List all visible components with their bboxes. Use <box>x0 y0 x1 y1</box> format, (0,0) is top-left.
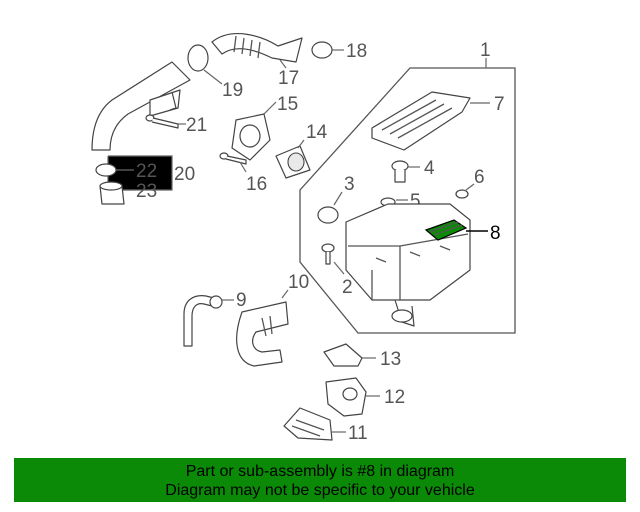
part-19-clamp <box>187 44 209 72</box>
callout-7: 7 <box>494 94 505 115</box>
callout-20: 20 <box>174 164 195 185</box>
callout-15: 15 <box>277 94 298 115</box>
part-23-coupling <box>99 181 125 205</box>
part-15-sensor <box>231 113 271 161</box>
callout-16: 16 <box>246 174 267 195</box>
callout-14: 14 <box>306 122 328 143</box>
part-10-duct <box>236 301 289 367</box>
intake-tube <box>91 61 191 151</box>
part-11-duct <box>283 407 333 441</box>
callout-23: 23 <box>136 181 157 202</box>
part-6-grommet <box>455 189 469 199</box>
info-banner: Part or sub-assembly is #8 in diagram Di… <box>14 458 626 502</box>
part-9-hose <box>183 295 223 347</box>
callout-10: 10 <box>288 272 309 293</box>
banner-line-1: Part or sub-assembly is #8 in diagram <box>185 463 455 480</box>
assembly-outline <box>299 67 516 334</box>
part-18-clamp <box>311 41 333 59</box>
part-7-cover <box>371 91 471 151</box>
callout-6: 6 <box>474 167 485 188</box>
callout-21: 21 <box>186 115 207 136</box>
callout-1: 1 <box>480 40 491 61</box>
parts-diagram: 1 7 4 5 6 3 8 2 <box>91 33 516 444</box>
callout-3: 3 <box>344 174 355 195</box>
callout-11: 11 <box>348 423 368 444</box>
callout-2: 2 <box>342 277 353 298</box>
callout-9: 9 <box>236 290 247 311</box>
callout-13: 13 <box>380 349 401 370</box>
part-8-filter-highlight <box>424 219 468 241</box>
part-22-clamp <box>95 163 117 177</box>
callout-22: 22 <box>136 161 157 182</box>
callout-4: 4 <box>424 158 435 179</box>
part-16-screw <box>219 152 247 165</box>
callout-12: 12 <box>384 387 405 408</box>
part-3-ring <box>317 206 339 224</box>
callout-17: 17 <box>278 68 299 89</box>
callout-8: 8 <box>490 223 501 244</box>
part-21-bolt <box>145 114 179 129</box>
banner-line-2: Diagram may not be specific to your vehi… <box>165 482 475 499</box>
part-17-hose <box>211 33 303 63</box>
part-14-housing <box>275 145 311 179</box>
part-12-housing <box>325 377 367 417</box>
part-2-screw <box>321 243 335 265</box>
callout-19: 19 <box>222 80 243 101</box>
callout-5: 5 <box>410 191 421 212</box>
part-4-fitting <box>391 160 409 183</box>
callout-18: 18 <box>346 41 367 62</box>
part-13-bracket <box>323 343 363 367</box>
